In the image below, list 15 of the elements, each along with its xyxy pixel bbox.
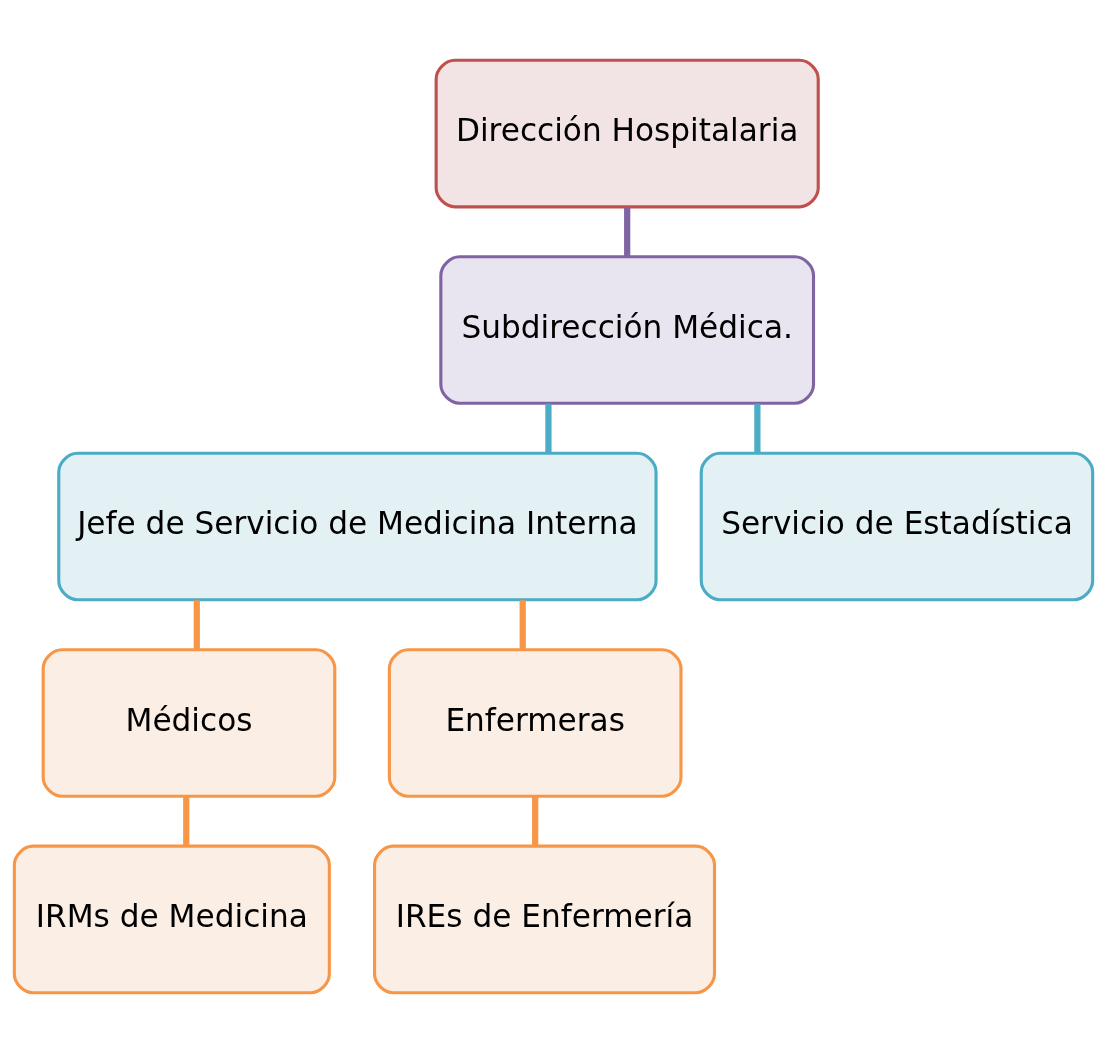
connector <box>624 207 631 257</box>
connector <box>532 796 539 846</box>
node-box: IRMs de Medicina <box>12 844 331 995</box>
node-box: Servicio de Estadística <box>699 451 1095 602</box>
node-box: Dirección Hospitalaria <box>434 58 820 209</box>
connector <box>519 600 526 650</box>
node-box: IREs de Enfermería <box>373 844 717 995</box>
node-box: Jefe de Servicio de Medicina Interna <box>57 451 658 602</box>
connector <box>193 600 200 650</box>
node-box: Subdirección Médica. <box>439 255 816 405</box>
node-box: Enfermeras <box>387 648 683 798</box>
connector <box>754 403 761 453</box>
node-box: Médicos <box>41 648 337 798</box>
connector <box>545 403 552 453</box>
connector <box>183 796 190 846</box>
